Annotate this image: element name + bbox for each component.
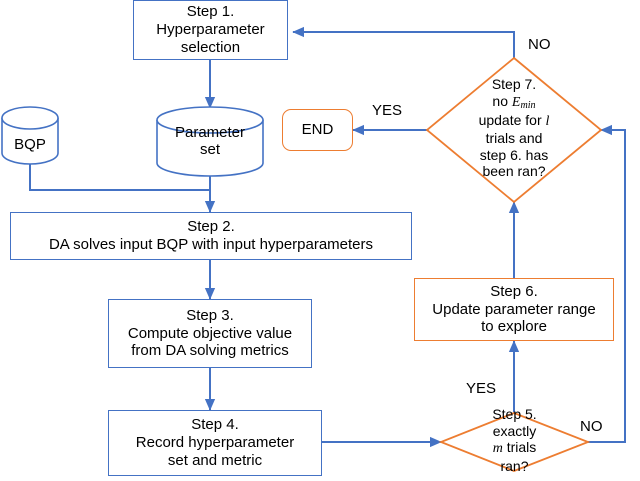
node-step6[interactable]: Step 6. Update parameter range to explor… — [414, 278, 614, 341]
edge-label-step7-no: NO — [528, 36, 551, 53]
step6-line-2: Update parameter range — [432, 300, 596, 318]
step4-line-1: Step 4. — [191, 416, 239, 434]
step2-line-1: Step 2. — [187, 218, 235, 236]
step4-line-3: set and metric — [167, 451, 263, 469]
node-bqp-label: BQP — [2, 136, 58, 153]
node-parameter-set-label: Parameter set — [157, 124, 263, 159]
edge-label-step5-no-text: NO — [580, 418, 603, 435]
step3-line-1: Step 3. — [186, 306, 234, 324]
node-step5-shape[interactable] — [438, 412, 591, 472]
edge-step7-no-to-step1 — [292, 26, 515, 58]
parameter-set-line-1: Parameter — [174, 124, 246, 141]
step6-line-1: Step 6. — [490, 282, 538, 300]
edge-label-step5-yes-text: YES — [466, 380, 497, 397]
step6-line-3: to explore — [481, 318, 547, 336]
bqp-text: BQP — [14, 136, 46, 153]
node-step3[interactable]: Step 3. Compute objective value from DA … — [108, 299, 312, 368]
node-bqp-shape[interactable] — [1, 106, 59, 165]
step3-line-2: Compute objective value — [127, 324, 293, 342]
end-label: END — [301, 121, 334, 139]
edge-label-step5-yes: YES — [466, 380, 496, 397]
step3-line-3: from DA solving metrics — [131, 342, 289, 360]
edge-bqp-to-step2 — [29, 163, 210, 191]
node-step1[interactable]: Step 1. Hyperparameter selection — [133, 0, 288, 60]
step1-line-2: Hyperparameter — [156, 21, 265, 39]
edge-label-step5-no: NO — [580, 418, 603, 435]
edge-label-step7-yes: YES — [372, 102, 402, 119]
edge-label-step7-no-text: NO — [528, 36, 551, 53]
parameter-set-line-2: set — [199, 141, 220, 159]
node-step2[interactable]: Step 2. DA solves input BQP with input h… — [10, 212, 412, 260]
edge-step5-no-to-step7 — [588, 124, 626, 443]
step1-line-1: Step 1. — [186, 3, 235, 21]
node-parameter-set-shape[interactable] — [156, 106, 264, 177]
node-step7-shape[interactable] — [425, 56, 603, 204]
step4-line-2: Record hyperparameter — [135, 434, 295, 452]
step1-line-3: selection — [180, 38, 241, 56]
edge-label-step7-yes-text: YES — [372, 102, 403, 119]
step2-line-2: DA solves input BQP with input hyperpara… — [48, 236, 374, 253]
node-end[interactable]: END — [282, 109, 353, 151]
node-step4[interactable]: Step 4. Record hyperparameter set and me… — [108, 410, 322, 476]
